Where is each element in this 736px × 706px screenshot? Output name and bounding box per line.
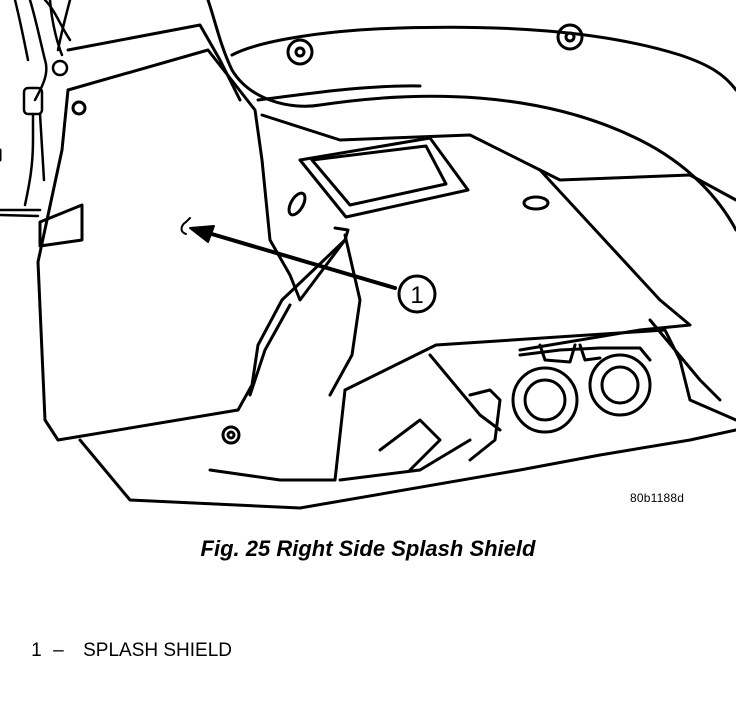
legend-item: 1–SPLASH SHIELD bbox=[10, 618, 232, 684]
fastener-clip bbox=[180, 217, 191, 235]
figure-code: 80b1188d bbox=[630, 491, 685, 505]
legend: 1–SPLASH SHIELD bbox=[10, 574, 232, 706]
callout-1: 1 bbox=[397, 274, 437, 314]
figure-caption: Fig. 25 Right Side Splash Shield bbox=[200, 536, 536, 561]
legend-item-number: 1 bbox=[31, 640, 42, 661]
splash-shield bbox=[36, 48, 350, 445]
callout-number: 1 bbox=[410, 282, 423, 309]
legend-item-label: SPLASH SHIELD bbox=[83, 640, 233, 661]
callout-leader-arrow bbox=[189, 225, 397, 290]
legend-item-separator: – bbox=[53, 640, 64, 661]
lower-components bbox=[78, 318, 736, 510]
fender-crossmember bbox=[206, 0, 736, 232]
splash-shield-illustration: 1 bbox=[0, 0, 736, 510]
inner-shield bbox=[260, 113, 736, 397]
body-panel bbox=[0, 23, 242, 248]
wiring-harness bbox=[0, 0, 72, 218]
